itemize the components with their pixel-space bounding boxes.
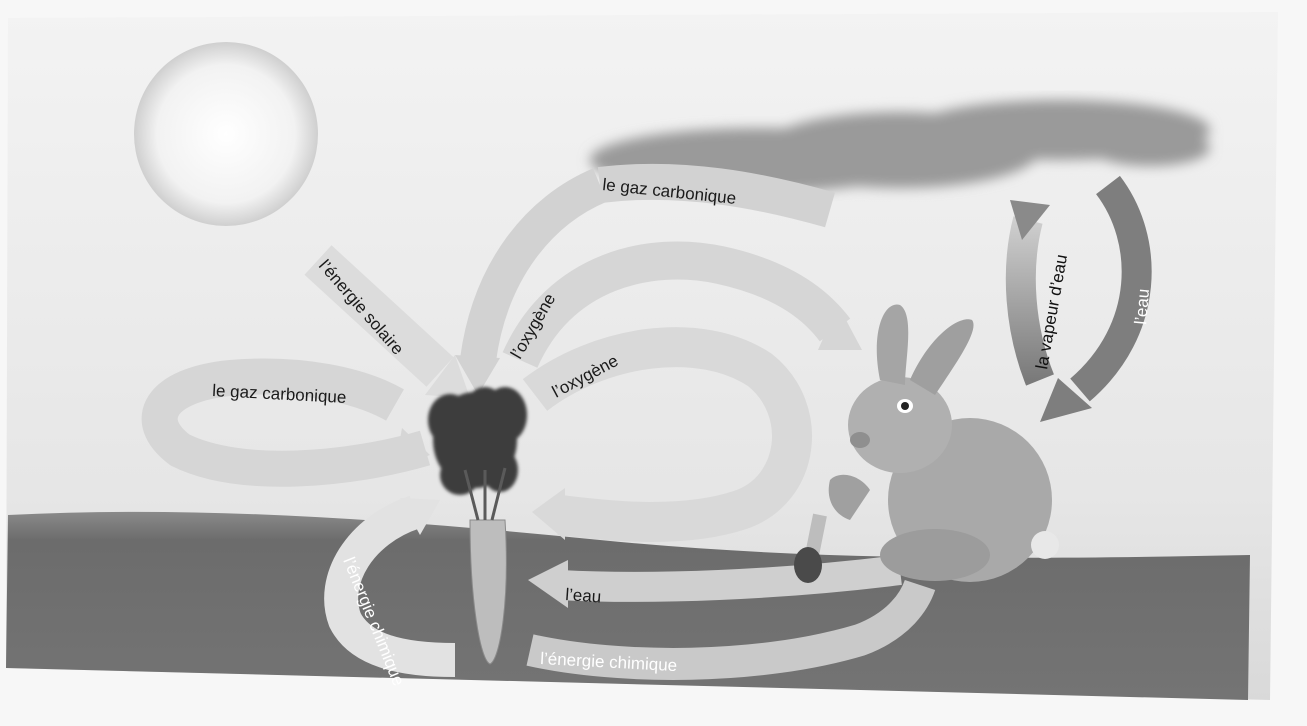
sun bbox=[134, 42, 318, 226]
label-water-ground: l’eau bbox=[565, 585, 602, 606]
label-water-cloud: l’eau bbox=[1131, 288, 1153, 325]
arrow-water-ground bbox=[560, 570, 900, 587]
